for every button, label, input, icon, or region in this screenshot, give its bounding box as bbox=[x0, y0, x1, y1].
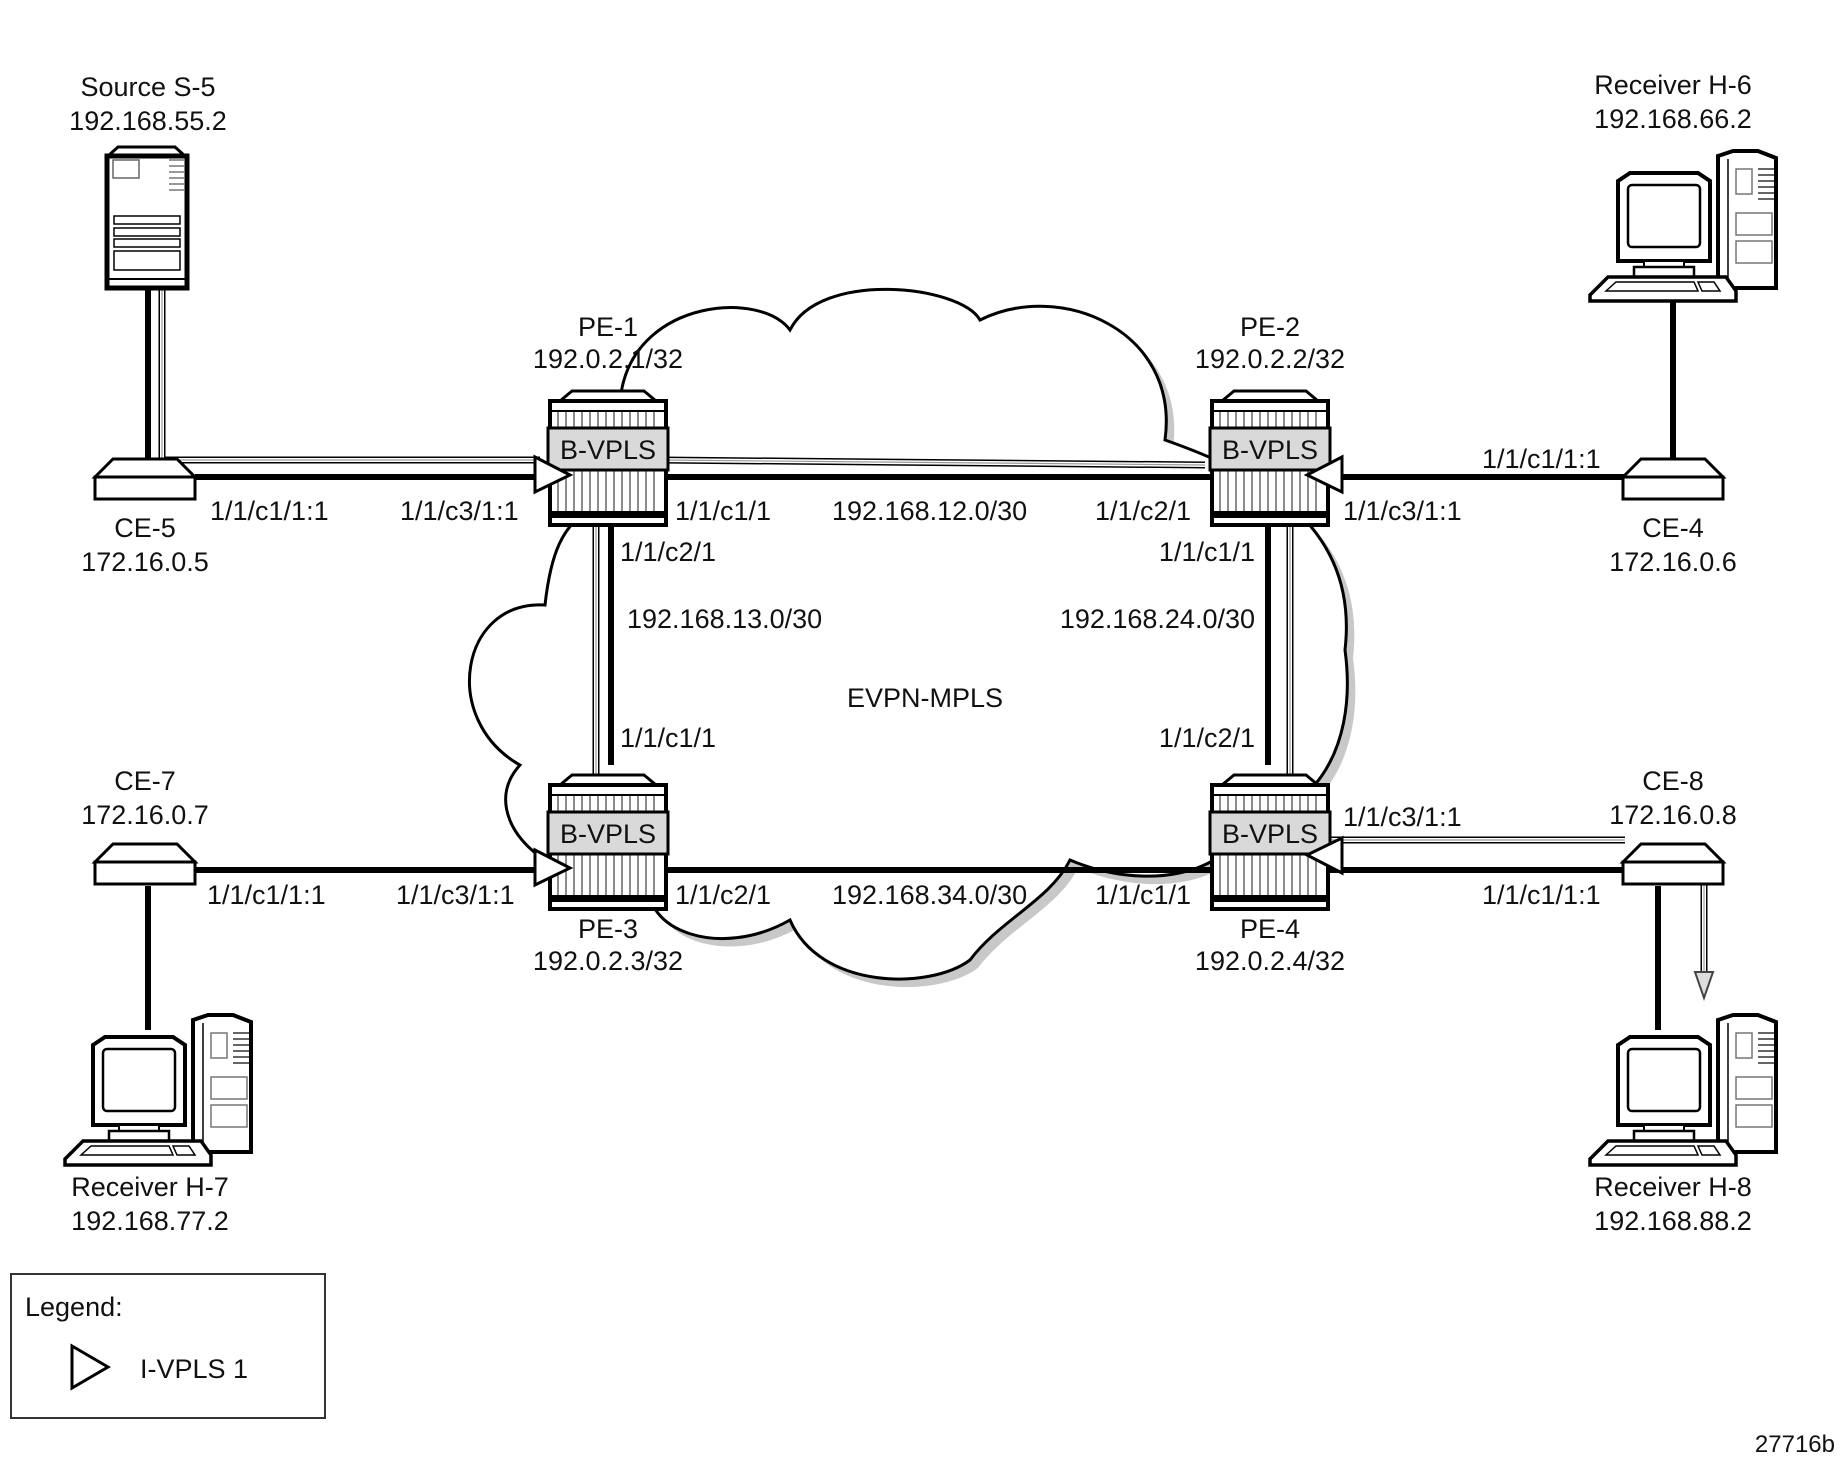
i-vpls-triangle-icon bbox=[1303, 835, 1344, 876]
pe3-access-port-label: 1/1/c3/1:1 bbox=[396, 880, 515, 910]
legend-item-label: I-VPLS 1 bbox=[140, 1354, 248, 1384]
b-vpls-box bbox=[1208, 810, 1332, 856]
pe3-address: 192.0.2.3/32 bbox=[533, 946, 683, 976]
b-vpls-label: B-VPLS bbox=[560, 819, 656, 849]
ce8-name: CE-8 bbox=[1642, 766, 1704, 796]
ce7-address: 172.16.0.7 bbox=[81, 800, 209, 830]
receiver-h6[interactable]: Receiver H-6 192.168.66.2 bbox=[1588, 70, 1778, 303]
source-s5[interactable]: Source S-5 192.168.55.2 bbox=[69, 72, 227, 291]
ce4-name: CE-4 bbox=[1642, 513, 1704, 543]
ce5-port-label: 1/1/c1/1:1 bbox=[210, 496, 329, 526]
b-vpls-box bbox=[1208, 426, 1332, 472]
source-s5-address: 192.168.55.2 bbox=[69, 106, 227, 136]
switch-icon bbox=[93, 457, 197, 501]
pe1-address: 192.0.2.1/32 bbox=[533, 344, 683, 374]
receiver-h7-name: Receiver H-7 bbox=[71, 1172, 229, 1202]
i-vpls-triangle-icon bbox=[1303, 454, 1344, 495]
workstation-icon bbox=[63, 1013, 253, 1167]
receiver-h6-address: 192.168.66.2 bbox=[1594, 104, 1752, 134]
pe2-pe4-a-port-label: 1/1/c1/1 bbox=[1159, 537, 1255, 567]
ce7[interactable]: CE-7 172.16.0.7 bbox=[81, 766, 209, 886]
pe1-pe2-b-port-label: 1/1/c2/1 bbox=[1095, 496, 1191, 526]
ce8-port-label: 1/1/c1/1:1 bbox=[1482, 880, 1601, 910]
pe1-pe2-subnet-label: 192.168.12.0/30 bbox=[832, 496, 1027, 526]
pe3-pe4-b-port-label: 1/1/c1/1 bbox=[1095, 880, 1191, 910]
pe1-pe3-a-port-label: 1/1/c2/1 bbox=[620, 537, 716, 567]
pe2-name: PE-2 bbox=[1240, 312, 1300, 342]
receiver-h7[interactable]: Receiver H-7 192.168.77.2 bbox=[63, 1013, 253, 1236]
pe4-address: 192.0.2.4/32 bbox=[1195, 946, 1345, 976]
pe4-name: PE-4 bbox=[1240, 914, 1300, 944]
receiver-h8[interactable]: Receiver H-8 192.168.88.2 bbox=[1588, 1013, 1778, 1236]
port-labels: 1/1/c1/1:1 1/1/c3/1:1 1/1/c1/1 192.168.1… bbox=[207, 444, 1601, 910]
pe3-pe4-subnet-label: 192.168.34.0/30 bbox=[832, 880, 1027, 910]
ce5[interactable]: CE-5 172.16.0.5 bbox=[81, 457, 209, 577]
b-vpls-label: B-VPLS bbox=[1222, 435, 1318, 465]
pe4[interactable]: B-VPLS PE-4 192.0.2.4/32 bbox=[1195, 773, 1345, 976]
legend-box bbox=[10, 1273, 326, 1419]
ce7-name: CE-7 bbox=[114, 766, 176, 796]
b-vpls-label: B-VPLS bbox=[1222, 819, 1318, 849]
switch-icon bbox=[93, 842, 197, 886]
receiver-h6-name: Receiver H-6 bbox=[1594, 70, 1752, 100]
pe2-access-port-label: 1/1/c3/1:1 bbox=[1343, 496, 1462, 526]
legend-title: Legend: bbox=[25, 1292, 123, 1322]
pe1-name: PE-1 bbox=[578, 312, 638, 342]
flow-arrowhead-icon bbox=[1693, 971, 1715, 1002]
pe3[interactable]: B-VPLS PE-3 192.0.2.3/32 bbox=[533, 773, 683, 976]
b-vpls-box bbox=[546, 810, 670, 856]
server-icon bbox=[104, 145, 190, 291]
ce7-port-label: 1/1/c1/1:1 bbox=[207, 880, 326, 910]
pe1[interactable]: PE-1 192.0.2.1/32 B-VPLS bbox=[533, 312, 683, 527]
ce8[interactable]: CE-8 172.16.0.8 bbox=[1609, 766, 1737, 886]
pe1-pe2-a-port-label: 1/1/c1/1 bbox=[675, 496, 771, 526]
receiver-h7-address: 192.168.77.2 bbox=[71, 1206, 229, 1236]
i-vpls-triangle-icon bbox=[533, 847, 574, 888]
legend: Legend: I-VPLS 1 bbox=[10, 1273, 326, 1419]
triangle-icon bbox=[70, 1343, 111, 1391]
source-s5-name: Source S-5 bbox=[80, 72, 215, 102]
pe2[interactable]: PE-2 192.0.2.2/32 B-VPLS bbox=[1195, 312, 1345, 527]
ce4-address: 172.16.0.6 bbox=[1609, 547, 1737, 577]
ce5-name: CE-5 bbox=[114, 513, 176, 543]
cloud-label: EVPN-MPLS bbox=[847, 683, 1003, 713]
pe3-pe4-a-port-label: 1/1/c2/1 bbox=[675, 880, 771, 910]
pe1-pe3-b-port-label: 1/1/c1/1 bbox=[620, 723, 716, 753]
ce4-port-label: 1/1/c1/1:1 bbox=[1482, 444, 1601, 474]
switch-icon bbox=[1621, 842, 1725, 886]
pe2-pe4-b-port-label: 1/1/c2/1 bbox=[1159, 723, 1255, 753]
switch-icon bbox=[1621, 457, 1725, 501]
workstation-icon bbox=[1588, 1013, 1778, 1167]
ce8-address: 172.16.0.8 bbox=[1609, 800, 1737, 830]
pe3-name: PE-3 bbox=[578, 914, 638, 944]
ce5-address: 172.16.0.5 bbox=[81, 547, 209, 577]
workstation-icon bbox=[1588, 149, 1778, 303]
figure-id: 27716b bbox=[1755, 1431, 1835, 1458]
pe2-pe4-subnet-label: 192.168.24.0/30 bbox=[1060, 604, 1255, 634]
pe1-pe3-subnet-label: 192.168.13.0/30 bbox=[627, 604, 822, 634]
b-vpls-label: B-VPLS bbox=[560, 435, 656, 465]
pe1-access-port-label: 1/1/c3/1:1 bbox=[400, 496, 519, 526]
receiver-h8-name: Receiver H-8 bbox=[1594, 1172, 1752, 1202]
pe2-address: 192.0.2.2/32 bbox=[1195, 344, 1345, 374]
b-vpls-box bbox=[546, 426, 670, 472]
receiver-h8-address: 192.168.88.2 bbox=[1594, 1206, 1752, 1236]
pe4-access-port-label: 1/1/c3/1:1 bbox=[1343, 802, 1462, 832]
ce4[interactable]: CE-4 172.16.0.6 bbox=[1609, 457, 1737, 577]
i-vpls-triangle-icon bbox=[533, 454, 574, 495]
physical-links bbox=[145, 290, 1676, 1030]
